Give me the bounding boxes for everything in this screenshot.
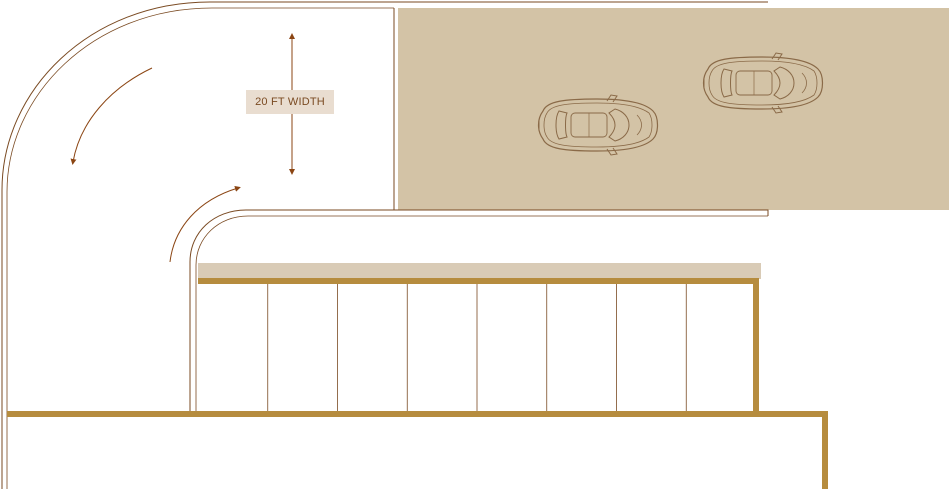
outer-road-edge-inner	[6, 7, 394, 489]
parking-frame	[198, 278, 759, 412]
paved-area	[398, 8, 949, 210]
road-width-label: 20 FT WIDTH	[246, 90, 334, 114]
curved-arrow-icon	[70, 67, 153, 165]
outer-road-edge	[1, 1, 768, 489]
inner-road-edge	[189, 209, 769, 412]
parking-band	[198, 263, 761, 279]
parking-stall-dividers	[267, 284, 687, 411]
bottom-wall	[7, 411, 828, 489]
inner-road-edge-inner	[195, 215, 768, 412]
curved-arrow-icon	[169, 185, 241, 263]
